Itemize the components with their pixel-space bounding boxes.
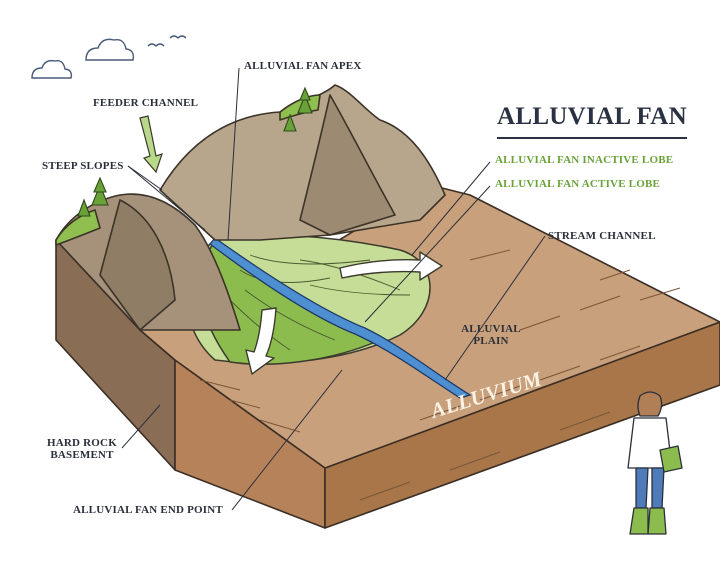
stream-channel (209, 237, 472, 399)
birds-icon (147, 35, 187, 47)
label-end-point: ALLUVIAL FAN END POINT (73, 504, 223, 516)
leader-lines (121, 67, 546, 511)
soil-block (55, 184, 720, 529)
mountains (55, 84, 446, 331)
feeder-channel-arrow (139, 115, 163, 174)
label-hard-rock-line2: BASEMENT (50, 449, 114, 461)
label-stream-channel: STREAM CHANNEL (548, 230, 656, 242)
title-underline (497, 137, 687, 139)
label-alluvial-plain-line1: ALLUVIAL (461, 323, 521, 335)
person-observer (627, 391, 683, 535)
trees (77, 86, 313, 217)
flow-arrows (245, 251, 443, 375)
label-inactive-lobe: ALLUVIAL FAN INACTIVE LOBE (495, 154, 674, 166)
label-active-lobe: ALLUVIAL FAN ACTIVE LOBE (495, 178, 661, 190)
label-alluvial-fan-apex: ALLUVIAL FAN APEX (244, 60, 362, 72)
label-steep-slopes: STEEP SLOPES (42, 160, 124, 172)
sediment-lines (199, 249, 681, 501)
cloud-icon (31, 38, 135, 79)
diagram-title: ALLUVIAL FAN (497, 103, 687, 130)
label-alluvial-plain: ALLUVIAL PLAIN (458, 323, 524, 347)
label-alluvial-plain-line2: PLAIN (473, 335, 509, 347)
label-feeder-channel: FEEDER CHANNEL (93, 97, 199, 109)
label-hard-rock-line1: HARD ROCK (47, 437, 117, 449)
label-hard-rock-basement: HARD ROCK BASEMENT (42, 437, 122, 461)
